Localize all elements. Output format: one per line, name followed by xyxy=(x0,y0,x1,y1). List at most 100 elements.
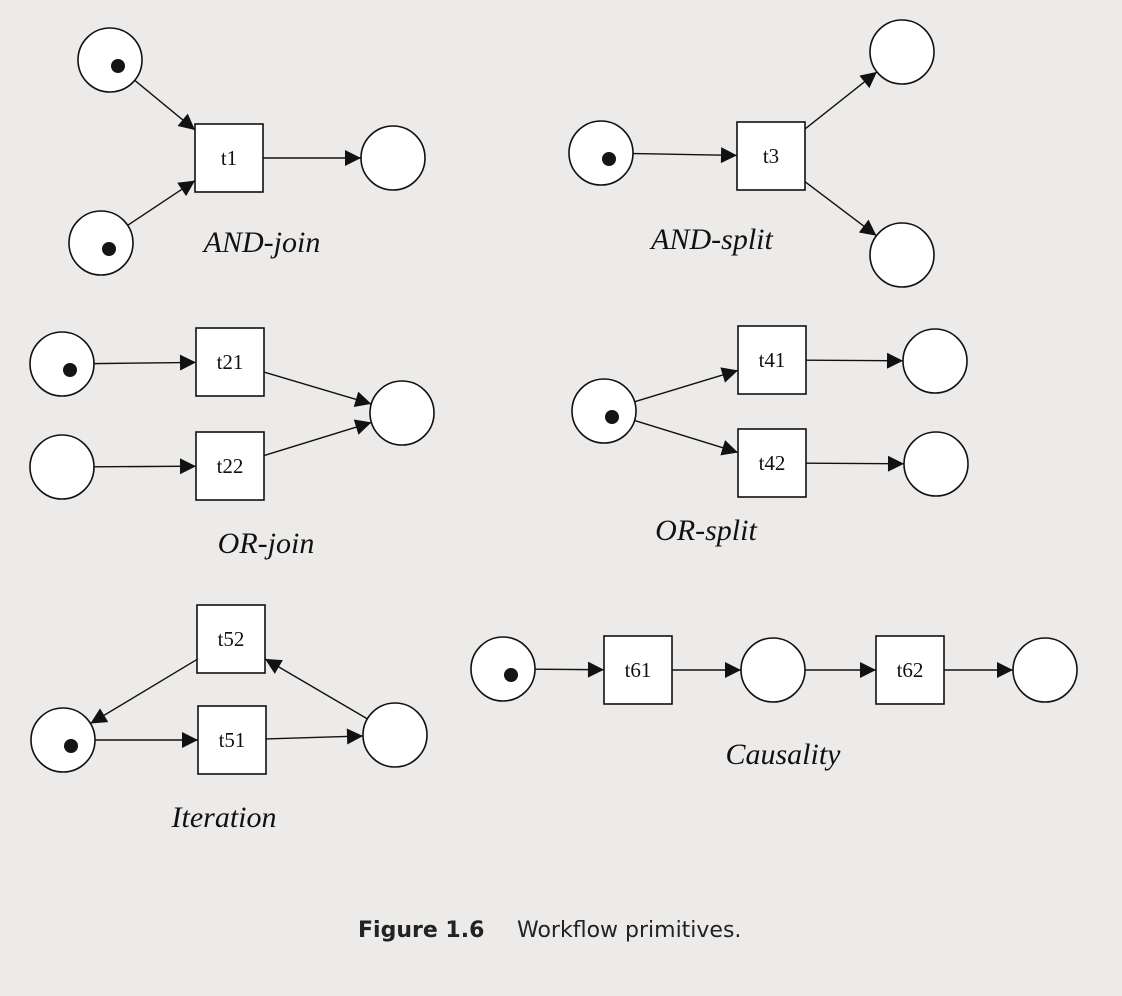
arc-p8-to-t22 xyxy=(93,458,197,475)
place-circle xyxy=(869,19,935,85)
place-circle xyxy=(77,27,143,93)
token-dot xyxy=(605,410,619,424)
place-circle xyxy=(470,636,536,702)
arcs-layer xyxy=(90,71,1013,748)
place-circle xyxy=(29,434,95,500)
place-p11 xyxy=(902,328,968,394)
place-circle xyxy=(902,328,968,394)
transition-t61: t61 xyxy=(603,635,673,705)
arc-p14-to-t52 xyxy=(264,658,368,720)
figure-title: Workflow primitives. xyxy=(517,918,741,943)
transition-t21: t21 xyxy=(195,327,265,397)
place-circle xyxy=(369,380,435,446)
transition-box xyxy=(603,635,673,705)
caption-and-join: AND-join xyxy=(202,226,321,259)
arc-p15-to-t61 xyxy=(534,661,605,678)
arc-t41-to-p11 xyxy=(805,352,904,369)
place-circle xyxy=(903,431,969,497)
arc-t21-to-p9 xyxy=(263,371,372,408)
transition-label: t51 xyxy=(219,728,246,752)
place-circle xyxy=(362,702,428,768)
arc-t3-to-p6 xyxy=(804,181,877,237)
arc-t3-to-p5 xyxy=(804,71,878,130)
arc-p1-to-t1 xyxy=(134,79,196,131)
caption-iteration: Iteration xyxy=(171,801,277,834)
token-dot xyxy=(602,152,616,166)
place-circle xyxy=(68,210,134,276)
place-p4 xyxy=(568,120,634,186)
caption-or-join: OR-join xyxy=(218,527,315,560)
place-circle xyxy=(740,637,806,703)
place-p3 xyxy=(360,125,426,191)
transition-box xyxy=(197,705,267,775)
place-circle xyxy=(869,222,935,288)
transition-t22: t22 xyxy=(195,431,265,501)
arc-p2-to-t1 xyxy=(127,179,196,226)
transition-label: t22 xyxy=(217,454,244,478)
nodes-layer: t1 t3 t21 t22 t41 t42 t51 t52 t61 t62 xyxy=(29,19,1078,775)
transition-box xyxy=(736,121,806,191)
token-dot xyxy=(63,363,77,377)
transition-label: t62 xyxy=(897,658,924,682)
arc-p10-to-t42 xyxy=(634,419,739,456)
transition-label: t52 xyxy=(218,627,245,651)
place-p5 xyxy=(869,19,935,85)
token-dot xyxy=(111,59,125,73)
place-circle xyxy=(571,378,637,444)
place-p8 xyxy=(29,434,95,500)
transition-t3: t3 xyxy=(736,121,806,191)
place-p9 xyxy=(369,380,435,446)
transition-box xyxy=(194,123,264,193)
transition-label: t41 xyxy=(759,348,786,372)
transition-label: t1 xyxy=(221,146,237,170)
arc-t42-to-p12 xyxy=(805,455,905,472)
place-circle xyxy=(568,120,634,186)
caption-and-split: AND-split xyxy=(649,223,773,256)
arc-t52-to-p13 xyxy=(90,658,198,725)
arc-p7-to-t21 xyxy=(93,354,197,371)
transition-t62: t62 xyxy=(875,635,945,705)
place-circle xyxy=(1012,637,1078,703)
place-p10 xyxy=(571,378,637,444)
transition-box xyxy=(737,325,807,395)
transition-box xyxy=(737,428,807,498)
transition-label: t42 xyxy=(759,451,786,475)
place-p2 xyxy=(68,210,134,276)
arc-p10-to-t41 xyxy=(634,367,739,403)
transition-box xyxy=(195,431,265,501)
place-p12 xyxy=(903,431,969,497)
token-dot xyxy=(102,242,116,256)
transition-box xyxy=(196,604,266,674)
transition-t52: t52 xyxy=(196,604,266,674)
transition-t1: t1 xyxy=(194,123,264,193)
caption-causality: Causality xyxy=(725,738,841,771)
place-circle xyxy=(360,125,426,191)
figure-number: Figure 1.6 xyxy=(358,918,484,943)
caption-or-split: OR-split xyxy=(655,514,757,547)
transition-t51: t51 xyxy=(197,705,267,775)
token-dot xyxy=(64,739,78,753)
place-p17 xyxy=(1012,637,1078,703)
place-circle xyxy=(29,331,95,397)
place-p7 xyxy=(29,331,95,397)
transition-box xyxy=(875,635,945,705)
transition-t41: t41 xyxy=(737,325,807,395)
place-p6 xyxy=(869,222,935,288)
transition-label: t61 xyxy=(625,658,652,682)
token-dot xyxy=(504,668,518,682)
transition-label: t21 xyxy=(217,350,244,374)
place-p15 xyxy=(470,636,536,702)
transition-label: t3 xyxy=(763,144,779,168)
place-p14 xyxy=(362,702,428,768)
place-p1 xyxy=(77,27,143,93)
place-p16 xyxy=(740,637,806,703)
transition-box xyxy=(195,327,265,397)
place-circle xyxy=(30,707,96,773)
arc-t51-to-p14 xyxy=(265,728,364,745)
place-p13 xyxy=(30,707,96,773)
transition-t42: t42 xyxy=(737,428,807,498)
arc-t22-to-p9 xyxy=(263,419,372,457)
arc-p4-to-t3 xyxy=(632,147,738,164)
